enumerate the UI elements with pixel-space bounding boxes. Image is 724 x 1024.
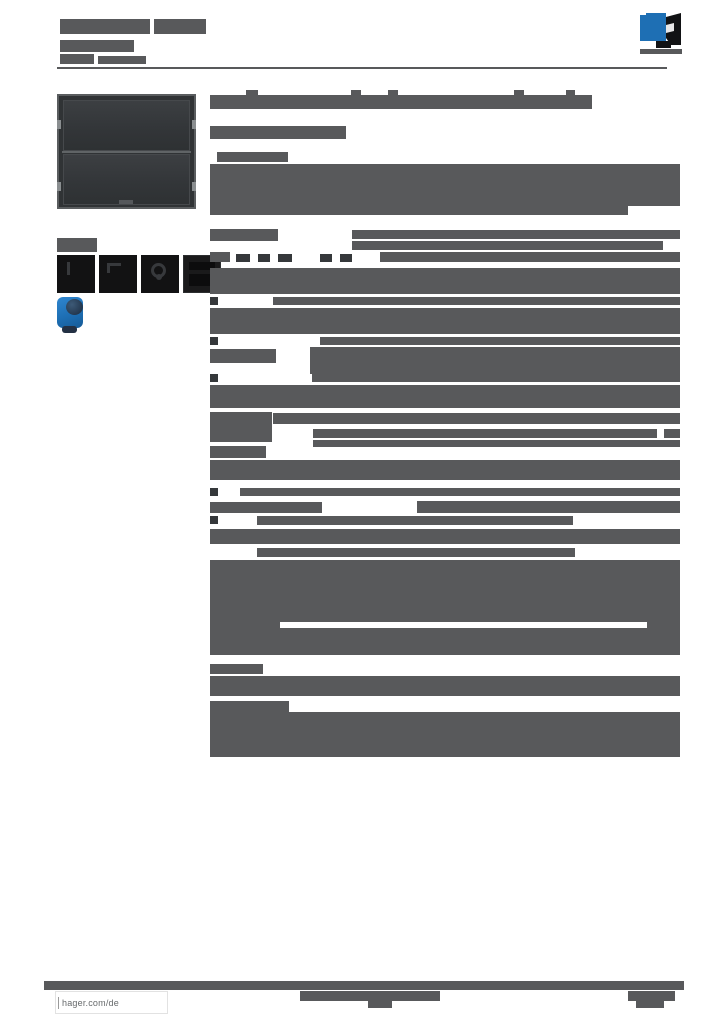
feature-icon-1 bbox=[57, 255, 95, 293]
section-heading-bar bbox=[217, 152, 288, 162]
footer-website-link[interactable]: hager.com/de bbox=[62, 997, 119, 1008]
logo-caption-bar bbox=[640, 49, 682, 54]
spec-section-heading bbox=[210, 229, 278, 241]
title-ascender bbox=[246, 90, 258, 95]
spec-text-block bbox=[210, 560, 680, 575]
spec-bullet bbox=[210, 374, 218, 382]
footer-divider-tick bbox=[58, 996, 59, 1009]
spec-dash bbox=[236, 254, 250, 262]
spec-label-bar bbox=[210, 252, 230, 262]
rocker-bottom bbox=[63, 154, 190, 205]
spec-bullet bbox=[210, 488, 218, 496]
spec-dash bbox=[278, 254, 292, 262]
app-icon-base bbox=[62, 326, 77, 333]
spec-label-bar bbox=[210, 502, 322, 513]
spec-text-block bbox=[210, 385, 680, 408]
frame-nub bbox=[57, 120, 61, 129]
berker-logo bbox=[640, 13, 681, 48]
app-icon-blue bbox=[57, 296, 85, 334]
logo-blue-square bbox=[640, 13, 666, 41]
spec-section-heading bbox=[210, 701, 289, 712]
spec-text-block bbox=[310, 347, 680, 374]
title-ascender bbox=[566, 90, 575, 95]
icon-glyph bbox=[189, 262, 215, 270]
spec-value-bar bbox=[320, 337, 680, 345]
spec-bullet bbox=[210, 337, 218, 345]
frame-nub bbox=[192, 120, 196, 129]
spec-bullet bbox=[210, 297, 218, 305]
spec-text-block bbox=[210, 308, 680, 334]
feature-icon-3 bbox=[141, 255, 179, 293]
header-rule bbox=[57, 67, 667, 69]
icon-glyph bbox=[67, 262, 70, 275]
header-subtitle-bar bbox=[60, 54, 94, 64]
footer-page-bar bbox=[628, 991, 675, 1001]
icon-glyph bbox=[156, 274, 162, 280]
header-title-bar bbox=[60, 19, 150, 34]
header-title-bar bbox=[154, 19, 206, 34]
spec-label-bar bbox=[210, 446, 266, 458]
feature-icon-4 bbox=[183, 255, 221, 293]
spec-value-bar bbox=[352, 241, 663, 250]
spec-text-block bbox=[210, 712, 680, 757]
footer-rule-bar bbox=[44, 981, 684, 990]
header-subtitle-bar bbox=[98, 56, 146, 64]
rocker-seam bbox=[62, 151, 191, 153]
footer-text-bar bbox=[368, 1001, 392, 1008]
spec-bullet bbox=[210, 516, 218, 524]
icon-glyph bbox=[107, 263, 110, 273]
title-ascender bbox=[351, 90, 361, 95]
spec-value-bar bbox=[257, 548, 575, 557]
spec-text-block bbox=[210, 529, 680, 544]
spec-label-bar bbox=[210, 349, 276, 363]
spec-value-bar bbox=[273, 413, 680, 424]
title-ascender bbox=[388, 90, 398, 95]
spec-dash bbox=[258, 254, 270, 262]
spec-value-bar bbox=[380, 252, 680, 262]
spec-value-bar bbox=[664, 429, 680, 438]
spec-value-bar bbox=[273, 297, 680, 305]
order-number-bar bbox=[210, 126, 346, 139]
spec-value-bar bbox=[352, 230, 680, 239]
spec-text-block bbox=[647, 622, 680, 628]
spec-value-bar bbox=[313, 440, 680, 447]
frame-nub bbox=[57, 182, 61, 191]
feature-icon-2 bbox=[99, 255, 137, 293]
spec-text-block bbox=[210, 268, 680, 294]
product-image bbox=[57, 94, 196, 209]
spec-section-heading bbox=[210, 664, 263, 674]
spec-dash bbox=[340, 254, 352, 262]
footer-text-bar bbox=[300, 991, 440, 1001]
rocker-top bbox=[63, 100, 190, 151]
spec-value-bar bbox=[240, 488, 680, 496]
spec-text-block bbox=[210, 460, 680, 480]
title-ascender bbox=[514, 90, 524, 95]
footer-website-box: hager.com/de bbox=[55, 991, 168, 1014]
spec-value-bar bbox=[313, 429, 657, 438]
spec-value-bar bbox=[417, 501, 680, 513]
icon-glyph bbox=[107, 263, 121, 266]
app-icon-sphere bbox=[66, 299, 83, 315]
icon-glyph bbox=[189, 274, 215, 286]
product-title-bar bbox=[210, 95, 592, 109]
spec-value-bar bbox=[312, 374, 680, 382]
spec-text-block bbox=[210, 628, 680, 655]
logo-black-triangle bbox=[656, 41, 671, 48]
spec-value-bar bbox=[257, 516, 573, 525]
spec-text-block bbox=[210, 575, 680, 622]
image-caption-bar bbox=[57, 238, 97, 252]
footer-page-bar bbox=[636, 1001, 664, 1008]
logo-notch bbox=[666, 23, 674, 33]
spec-text-block bbox=[210, 622, 280, 628]
spec-label-bar bbox=[210, 412, 272, 442]
paragraph-lastline bbox=[210, 206, 628, 215]
spec-text-block bbox=[210, 676, 680, 696]
header-subtitle-bar bbox=[60, 40, 134, 52]
brand-mark bbox=[119, 200, 133, 204]
spec-dash bbox=[320, 254, 332, 262]
paragraph-block bbox=[210, 164, 680, 206]
frame-nub bbox=[192, 182, 196, 191]
